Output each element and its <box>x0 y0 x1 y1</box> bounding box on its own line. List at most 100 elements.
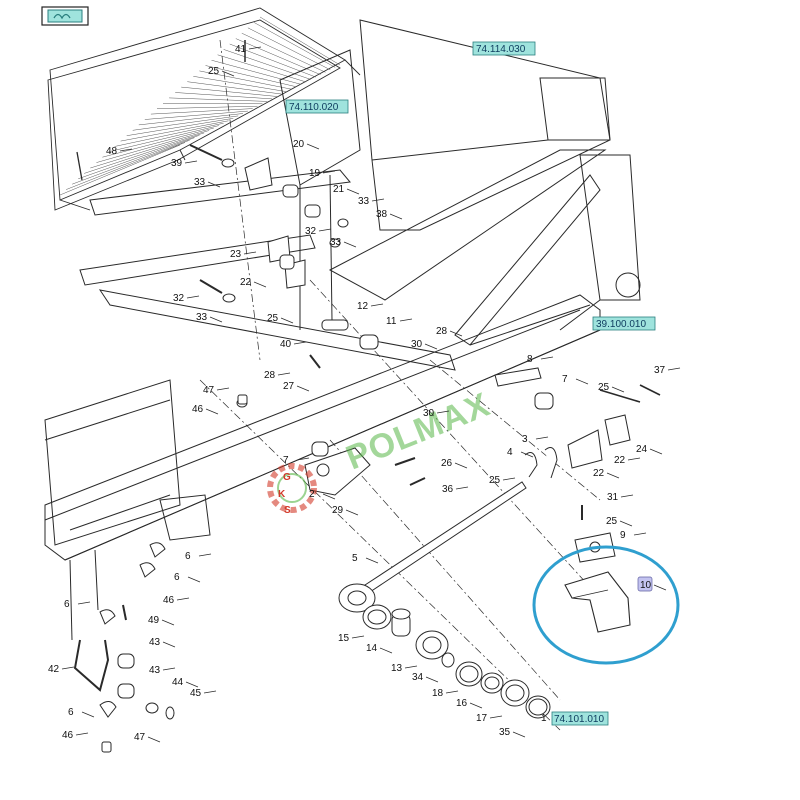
leader-line <box>399 318 413 322</box>
callout-25[interactable]: 25 <box>267 313 279 324</box>
selection-highlight-circle <box>532 545 680 665</box>
callout-42[interactable]: 42 <box>48 664 60 675</box>
callout-12[interactable]: 12 <box>357 301 369 312</box>
callout-28[interactable]: 28 <box>264 370 276 381</box>
reference-box-74-114-030[interactable]: 74.114.030 <box>472 41 536 56</box>
callout-26[interactable]: 26 <box>441 458 453 469</box>
callout-43[interactable]: 43 <box>149 637 161 648</box>
callout-43[interactable]: 43 <box>149 665 161 676</box>
callout-30[interactable]: 30 <box>423 408 435 419</box>
callout-11[interactable]: 11 <box>386 316 397 327</box>
callout-6[interactable]: 6 <box>64 599 70 610</box>
hatch-line <box>72 139 190 185</box>
callout-22[interactable]: 22 <box>240 277 252 288</box>
callout-16[interactable]: 16 <box>456 698 468 709</box>
callout-5[interactable]: 5 <box>352 553 358 564</box>
callout-22[interactable]: 22 <box>614 455 626 466</box>
callout-27[interactable]: 27 <box>283 381 295 392</box>
callout-46[interactable]: 46 <box>62 730 74 741</box>
leader-line <box>575 378 589 385</box>
callout-33[interactable]: 33 <box>330 237 342 248</box>
leader-line <box>186 295 200 299</box>
gear-icon <box>267 463 317 513</box>
callout-6[interactable]: 6 <box>185 551 191 562</box>
callout-48[interactable]: 48 <box>106 146 118 157</box>
callout-15[interactable]: 15 <box>338 633 350 644</box>
callout-17[interactable]: 17 <box>476 713 488 724</box>
callout-19[interactable]: 19 <box>309 168 321 179</box>
callout-21[interactable]: 21 <box>333 184 345 195</box>
callout-25[interactable]: 25 <box>598 382 610 393</box>
callout-6[interactable]: 6 <box>68 707 74 718</box>
callout-23[interactable]: 23 <box>230 249 242 260</box>
parts-view-badge-icon[interactable] <box>41 6 89 26</box>
hatch-line <box>259 16 341 66</box>
callout-2[interactable]: 2 <box>309 489 315 500</box>
callout-37[interactable]: 37 <box>654 365 666 376</box>
callout-22[interactable]: 22 <box>593 468 605 479</box>
callout-33[interactable]: 33 <box>358 196 370 207</box>
shield-part-10[interactable] <box>532 545 680 665</box>
hatch-line <box>150 108 253 115</box>
conveyor-assembly <box>47 7 361 211</box>
leader-line <box>161 619 175 626</box>
callout-38[interactable]: 38 <box>376 209 388 220</box>
callout-6[interactable]: 6 <box>174 572 180 583</box>
leader-line <box>611 386 625 393</box>
callout-9[interactable]: 9 <box>620 530 626 541</box>
callout-35[interactable]: 35 <box>499 727 511 738</box>
callout-29[interactable]: 29 <box>332 505 344 516</box>
leader-line <box>606 472 620 479</box>
callout-40[interactable]: 40 <box>280 339 292 350</box>
callout-41[interactable]: 41 <box>235 44 247 55</box>
callout-47[interactable]: 47 <box>134 732 146 743</box>
callout-25[interactable]: 25 <box>489 475 501 486</box>
callout-7[interactable]: 7 <box>283 455 289 466</box>
callout-28[interactable]: 28 <box>436 326 448 337</box>
callout-45[interactable]: 45 <box>190 688 202 699</box>
callout-46[interactable]: 46 <box>192 404 204 415</box>
parts <box>73 40 661 753</box>
reference-box-39-100-010[interactable]: 39.100.010 <box>592 316 656 331</box>
watermark-letter-g: G <box>283 472 291 483</box>
callout-24[interactable]: 24 <box>636 444 648 455</box>
callout-25[interactable]: 25 <box>208 66 220 77</box>
reference-box-74-110-020[interactable]: 74.110.020 <box>285 99 349 114</box>
hatch-line <box>66 142 185 190</box>
callout-25[interactable]: 25 <box>606 516 618 527</box>
callout-30[interactable]: 30 <box>411 339 423 350</box>
callout-31[interactable]: 31 <box>607 492 619 503</box>
callout-34[interactable]: 34 <box>412 672 424 683</box>
callout-20[interactable]: 20 <box>293 139 305 150</box>
watermark-letter-k: K <box>278 489 286 500</box>
callout-3[interactable]: 3 <box>522 434 528 445</box>
callout-14[interactable]: 14 <box>366 643 378 654</box>
leader-line <box>296 457 310 461</box>
hatch-line <box>156 105 258 109</box>
callout-18[interactable]: 18 <box>432 688 444 699</box>
leader-line <box>203 690 217 694</box>
callout-39[interactable]: 39 <box>171 158 183 169</box>
callout-33[interactable]: 33 <box>196 312 208 323</box>
leader-line <box>371 198 385 202</box>
leader-lines <box>61 46 681 743</box>
callout-1[interactable]: 1 <box>541 713 547 724</box>
callout-7[interactable]: 7 <box>562 374 568 385</box>
callout-44[interactable]: 44 <box>172 677 184 688</box>
callout-10[interactable]: 10 <box>640 580 652 591</box>
callout-32[interactable]: 32 <box>173 293 185 304</box>
hatch-line <box>126 118 234 136</box>
callout-8[interactable]: 8 <box>527 354 533 365</box>
callout-32[interactable]: 32 <box>305 226 317 237</box>
callout-33[interactable]: 33 <box>194 177 206 188</box>
leader-line <box>502 477 516 481</box>
callout-4[interactable]: 4 <box>507 447 513 458</box>
callout-46[interactable]: 46 <box>163 595 175 606</box>
arm-part <box>304 447 371 496</box>
callout-47[interactable]: 47 <box>203 385 215 396</box>
reference-box-74-101-010[interactable]: 74.101.010 <box>551 711 609 726</box>
callout-13[interactable]: 13 <box>391 663 403 674</box>
callout-36[interactable]: 36 <box>442 484 454 495</box>
callout-49[interactable]: 49 <box>148 615 160 626</box>
